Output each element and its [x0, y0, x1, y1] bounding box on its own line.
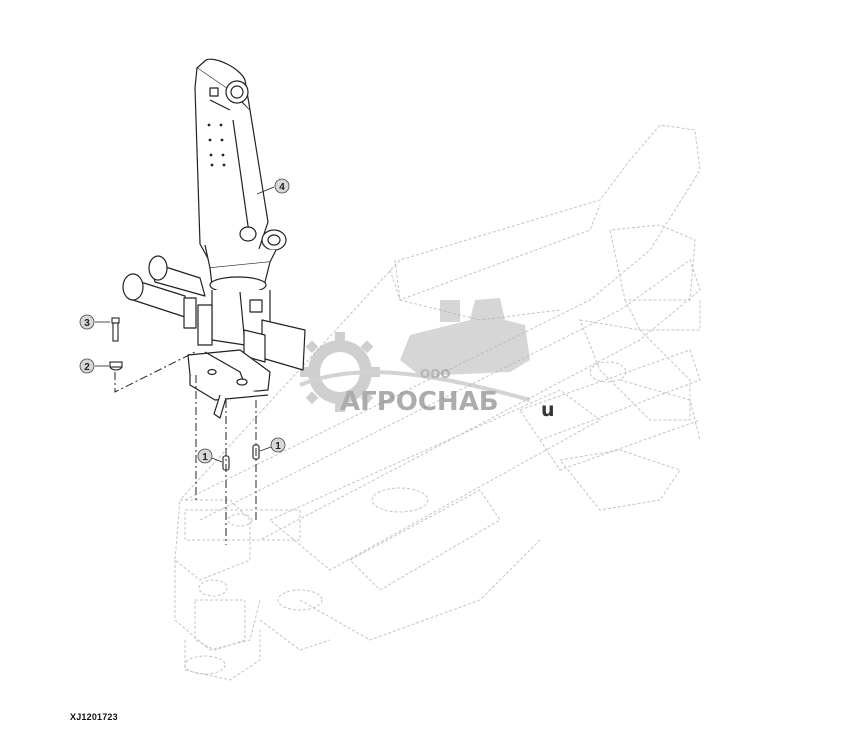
callout-2: 2 — [79, 358, 109, 374]
callout-1-left: 1 — [197, 448, 223, 464]
gear-icon — [300, 332, 380, 412]
bolt-part — [111, 317, 120, 342]
callout-4: 4 — [256, 178, 290, 195]
drawing-id-label: XJ1201723 — [70, 712, 118, 722]
svg-text:4: 4 — [279, 182, 285, 193]
watermark-suffix-text: u — [541, 399, 555, 421]
watermark-small-text: ООО — [420, 367, 451, 381]
watermark-logo: ООО АГРОСНАБ — [299, 298, 531, 417]
assembly-lines — [114, 351, 257, 545]
callout-1-right: 1 — [259, 437, 286, 453]
svg-text:1: 1 — [275, 441, 281, 452]
svg-text:2: 2 — [84, 362, 90, 373]
cylinder-assembly — [122, 58, 306, 419]
harvester-icon — [400, 298, 530, 376]
watermark-brand-text: АГРОСНАБ — [340, 387, 499, 417]
svg-text:1: 1 — [202, 452, 208, 463]
callout-3: 3 — [79, 314, 110, 330]
swoosh-icon — [299, 370, 531, 402]
svg-text:3: 3 — [84, 318, 90, 329]
washer-part — [109, 361, 123, 371]
